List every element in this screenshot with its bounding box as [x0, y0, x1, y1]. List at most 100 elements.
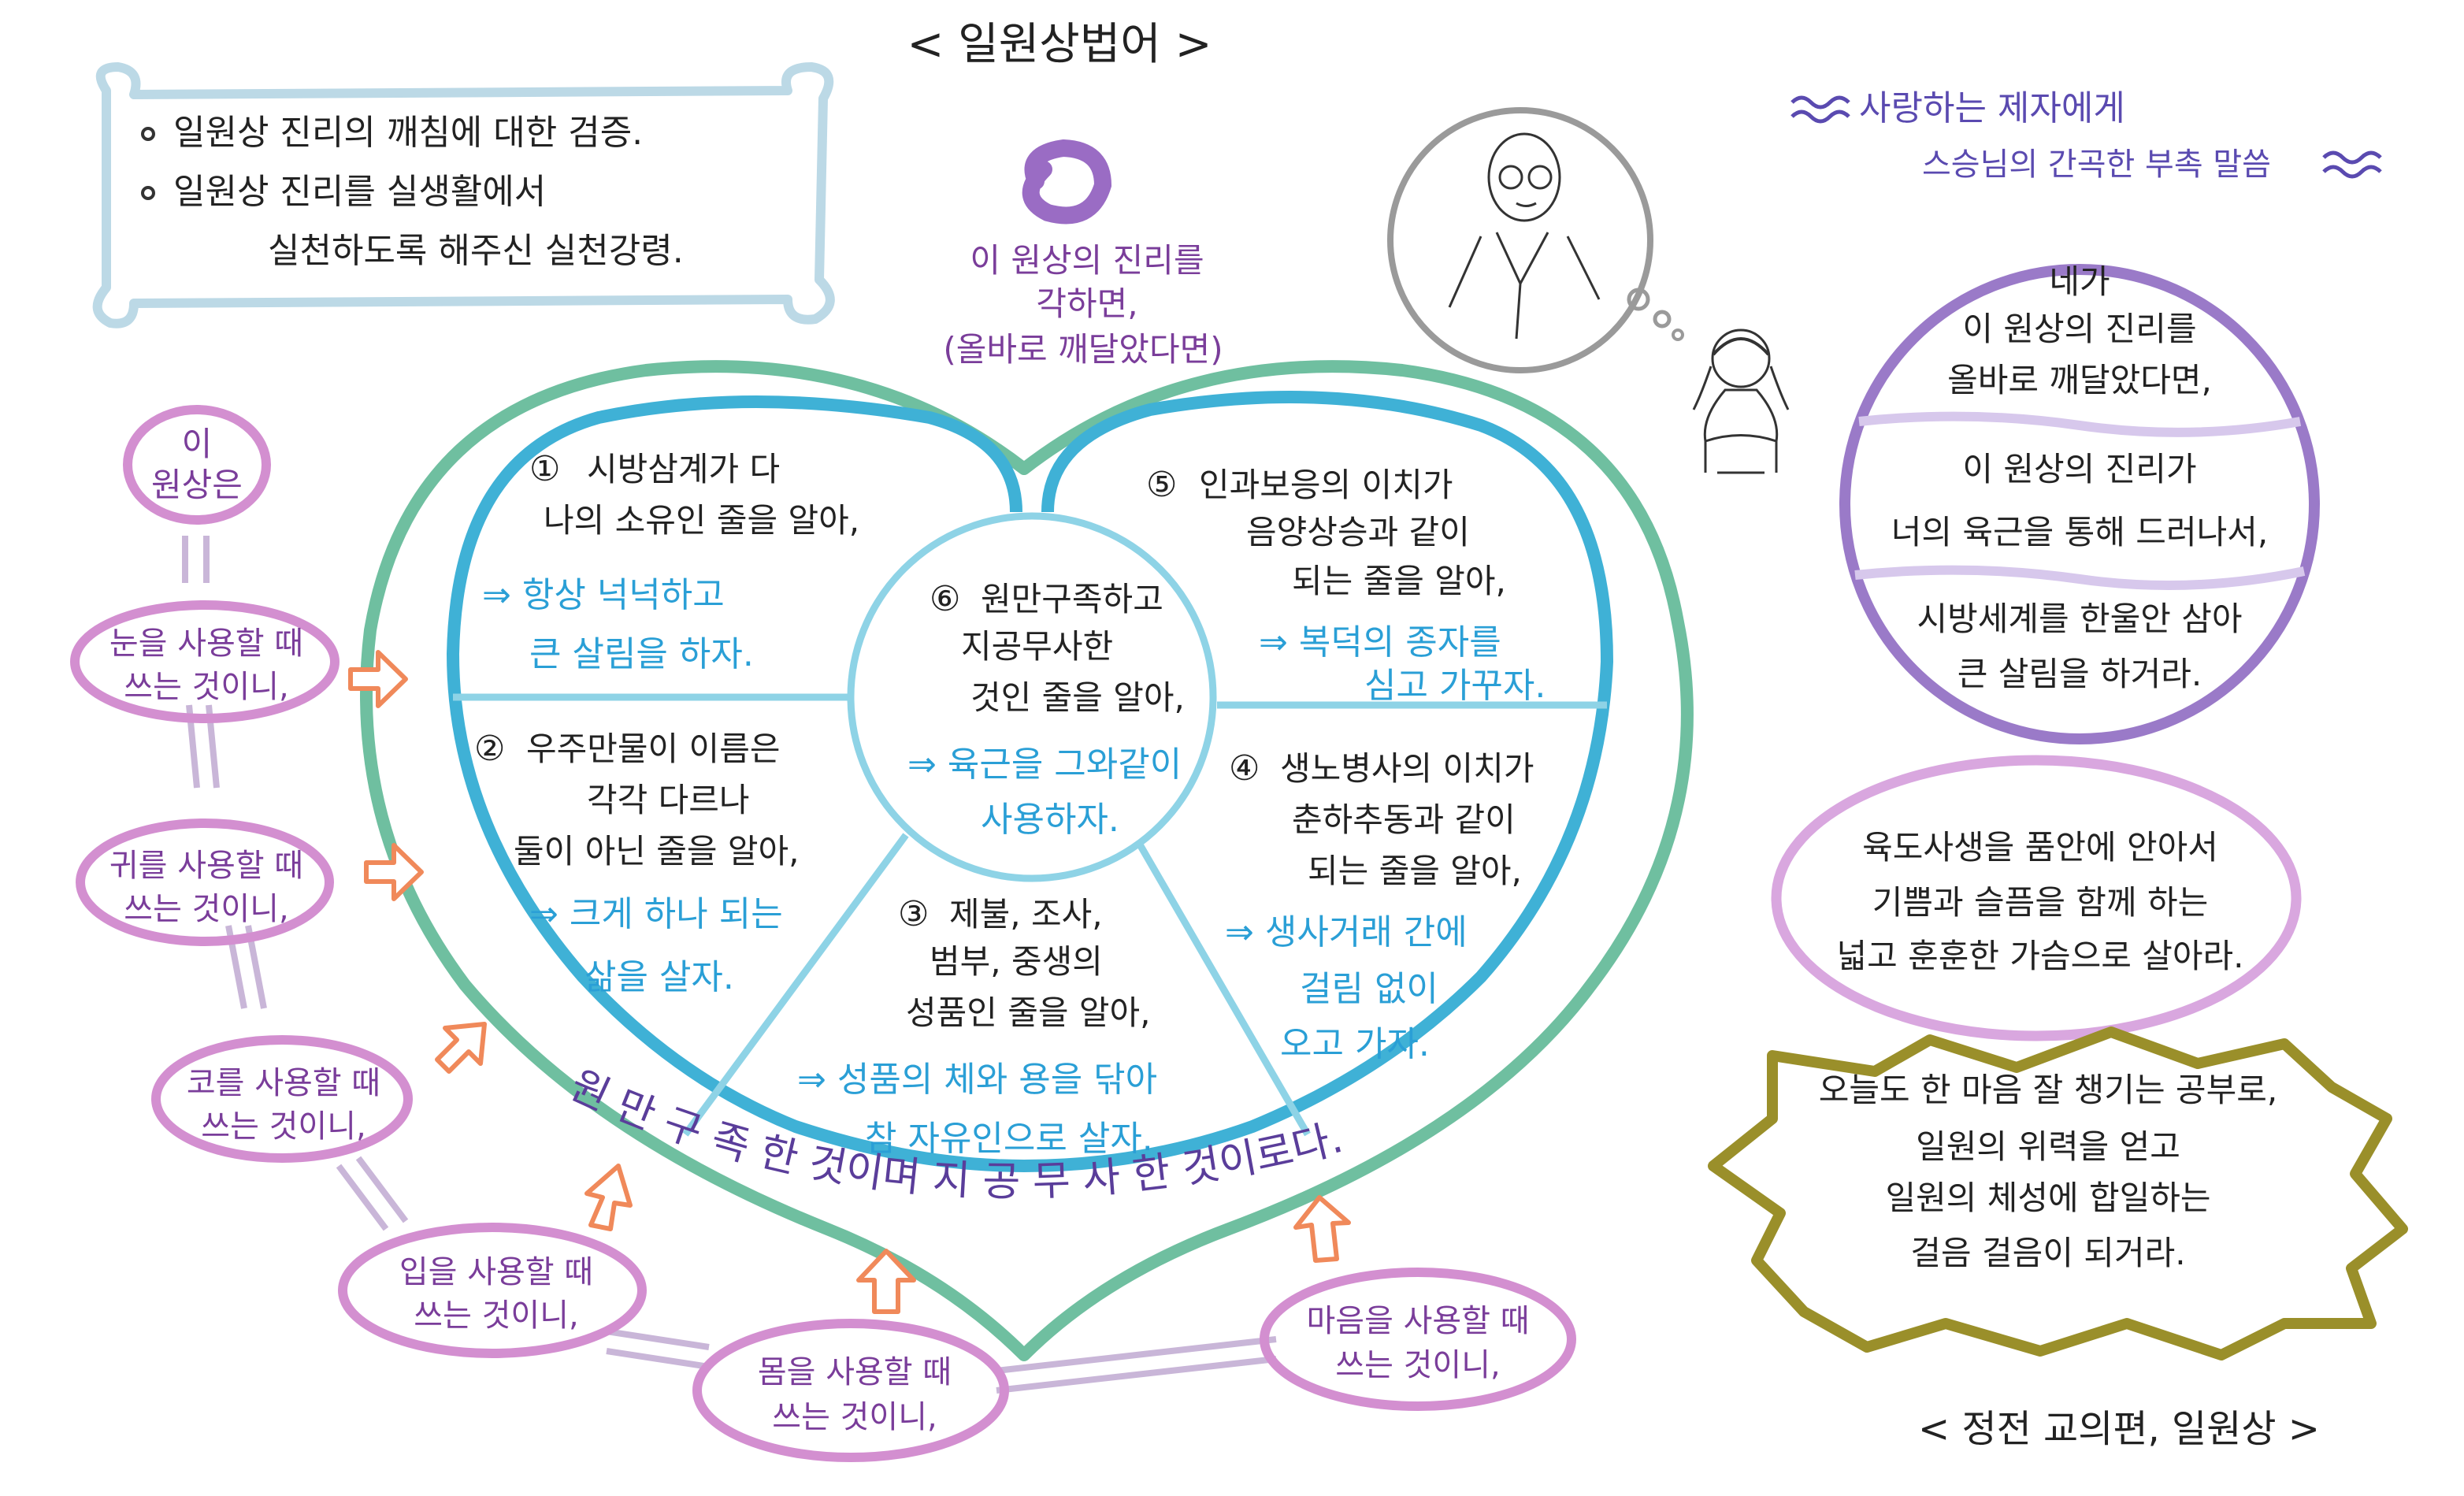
summary-line-2: 일원상 진리를 실생활에서: [173, 172, 546, 212]
section-4-line-1: 생노병사의 이치가: [1280, 749, 1534, 788]
section-6-line-2: 지공무사한: [961, 627, 1113, 666]
section-2-line-1: 우주만물이 이름은: [526, 729, 780, 768]
wave-icon: [2322, 150, 2382, 179]
arrow-up-icon: [856, 1249, 916, 1314]
section-2-number: ②: [474, 729, 505, 769]
section-2-action-2: 삶을 살자.: [584, 957, 734, 997]
sense-body-line-1: 몸을 사용할 때: [758, 1354, 952, 1390]
burst-line-4: 걸음 걸음이 되거라.: [1910, 1234, 2185, 1272]
sense-ear-line-1: 귀를 사용할 때: [109, 848, 303, 884]
section-2-line-2: 각각 다르나: [587, 781, 750, 819]
section-4-number: ④: [1229, 748, 1260, 789]
burst-line-3: 일원의 체성에 합일하는: [1885, 1179, 2210, 1217]
bullet-icon: [141, 127, 155, 141]
arrow-right-icon: [348, 650, 408, 708]
right-pink-oval: [1771, 755, 2302, 1041]
page-title: < 일원상법어 >: [907, 19, 1212, 70]
sense-nose: 코를 사용할 때 쓰는 것이니,: [151, 1035, 413, 1163]
right-circle-line-2: 이 원상의 진리를: [1962, 310, 2196, 348]
source-citation: < 정전 교의편, 일원상 >: [1918, 1407, 2320, 1451]
section-1-line-2: 나의 소유인 줄을 알아,: [544, 501, 859, 540]
section-6-action-1: ⇒ 육근을 그와같이: [907, 744, 1182, 785]
dedication-line-2: 스승님의 간곡한 부촉 말씀: [1922, 147, 2271, 183]
sense-mind: 마음을 사용할 때 쓰는 것이니,: [1260, 1268, 1576, 1411]
right-circle-line-6: 시방세계를 한울안 삼아: [1917, 600, 2242, 638]
section-5-number: ⑤: [1146, 465, 1177, 505]
summary-frame: 일원상 진리의 깨침에 대한 검증. 일원상 진리를 실생활에서 실천하도록 해…: [92, 62, 835, 329]
sense-eye-line-1: 눈을 사용할 때: [109, 625, 303, 662]
ilwonsang-circle-icon: [1022, 139, 1112, 225]
section-3-action-1: ⇒ 성품의 체와 용을 닦아: [797, 1060, 1157, 1100]
section-5-action-2: 심고 가꾸자.: [1364, 666, 1546, 706]
right-pink-line-1: 육도사생을 품안에 안아서: [1862, 828, 2218, 867]
right-circle-line-1: 네가: [2049, 262, 2110, 301]
section-4-line-3: 되는 줄을 알아,: [1308, 852, 1522, 890]
bullet-icon: [141, 186, 155, 200]
sense-nose-line-1: 코를 사용할 때: [187, 1065, 380, 1101]
disciple-figure-icon: [1692, 329, 1790, 474]
right-circle-line-5: 너의 육근을 통해 드러나서,: [1891, 513, 2268, 551]
sense-start-line-2: 원상은: [151, 466, 243, 504]
section-3-action-2: 참 자유인으로 살자.: [865, 1119, 1153, 1159]
section-5-line-1: 인과보응의 이치가: [1199, 466, 1453, 504]
sense-start-line-1: 이: [182, 425, 213, 463]
section-3-line-2: 범부, 중생의: [930, 942, 1103, 981]
sense-mouth-line-1: 입을 사용할 때: [399, 1254, 593, 1290]
section-4-action-1: ⇒ 생사거래 간에: [1225, 912, 1468, 952]
arrow-up-icon: [584, 1164, 633, 1231]
sense-ear-line-2: 쓰는 것이니,: [124, 891, 288, 927]
section-3: ③ 제불, 조사, 범부, 중생의 성품인 줄을 알아, ⇒ 성품의 체와 용을…: [797, 894, 1157, 1159]
section-1-number: ①: [529, 449, 560, 489]
right-circle-line-7: 큰 살림을 하거라.: [1957, 655, 2202, 693]
section-6-line-3: 것인 줄을 알아,: [970, 678, 1185, 717]
section-4-action-2: 걸림 없이: [1300, 969, 1438, 1009]
top-center-line-3: (올바로 깨달았다면): [943, 330, 1223, 369]
arrow-up-icon: [1293, 1195, 1351, 1263]
wave-icon: [1790, 95, 1850, 124]
section-6-line-1: 원만구족하고: [981, 580, 1163, 618]
summary-line-1: 일원상 진리의 깨침에 대한 검증.: [173, 113, 643, 153]
teacher-portrait-icon: [1387, 107, 1684, 373]
burst-frame: [1708, 1026, 2408, 1361]
section-2: ② 우주만물이 이름은 각각 다르나 둘이 아닌 줄을 알아, ⇒ 크게 하나 …: [474, 729, 800, 997]
dedication-line-1: 사랑하는 제자에게: [1859, 88, 2125, 128]
sense-body-line-2: 쓰는 것이니,: [772, 1399, 937, 1435]
section-1-line-1: 시방삼계가 다: [587, 450, 780, 488]
right-circle-line-4: 이 원상의 진리가: [1962, 450, 2196, 488]
sense-eye: 눈을 사용할 때 쓰는 것이니,: [70, 600, 340, 723]
section-2-line-3: 둘이 아닌 줄을 알아,: [514, 832, 800, 871]
sense-nose-line-2: 쓰는 것이니,: [201, 1108, 366, 1145]
arrow-right-icon: [364, 843, 424, 901]
section-5-action-1: ⇒ 복덕의 종자를: [1259, 622, 1501, 663]
section-6: ⑥ 원만구족하고 지공무사한 것인 줄을 알아, ⇒ 육근을 그와같이 사용하자…: [907, 579, 1185, 840]
right-circle-line-3: 올바로 깨달았다면,: [1947, 361, 2212, 399]
section-5-line-2: 음양상승과 같이: [1246, 513, 1470, 551]
sense-mouth: 입을 사용할 때 쓰는 것이니,: [338, 1223, 647, 1358]
section-5-line-3: 되는 줄을 알아,: [1292, 562, 1506, 600]
section-4-action-3: 오고 가자.: [1280, 1024, 1430, 1064]
section-6-number: ⑥: [930, 579, 960, 619]
sense-start: 이 원상은: [123, 405, 271, 525]
arrow-right-icon: [435, 1022, 487, 1074]
burst-line-2: 일원의 위력을 얻고: [1916, 1127, 2180, 1166]
right-circle: [1839, 264, 2320, 744]
section-2-action-1: ⇒ 크게 하나 되는: [529, 894, 783, 934]
section-1-action-2: 큰 살림을 하자.: [529, 634, 754, 674]
sense-eye-line-2: 쓰는 것이니,: [124, 669, 288, 705]
heart-shape: [360, 360, 1694, 1361]
section-3-line-3: 성품인 줄을 알아,: [906, 993, 1151, 1032]
section-3-line-1: 제불, 조사,: [949, 895, 1103, 934]
right-pink-line-3: 넓고 훈훈한 가슴으로 살아라.: [1836, 937, 2243, 975]
section-4: ④ 생노병사의 이치가 춘하추동과 같이 되는 줄을 알아, ⇒ 생사거래 간에…: [1225, 748, 1534, 1064]
right-pink-line-2: 기쁨과 슬픔을 함께 하는: [1872, 883, 2208, 922]
sense-mind-line-2: 쓰는 것이니,: [1335, 1347, 1500, 1383]
section-4-line-2: 춘하추동과 같이: [1292, 800, 1516, 839]
top-center-line-2: 각하면,: [1036, 284, 1137, 323]
sense-mouth-line-2: 쓰는 것이니,: [414, 1297, 578, 1334]
top-center-line-1: 이 원상의 진리를: [970, 241, 1204, 280]
sense-ear: 귀를 사용할 때 쓰는 것이니,: [76, 819, 334, 946]
burst-line-1: 오늘도 한 마음 잘 챙기는 공부로,: [1819, 1071, 2277, 1109]
section-1-action-1: ⇒ 항상 넉넉하고: [482, 575, 725, 615]
summary-line-3: 실천하도록 해주신 실천강령.: [268, 231, 684, 271]
